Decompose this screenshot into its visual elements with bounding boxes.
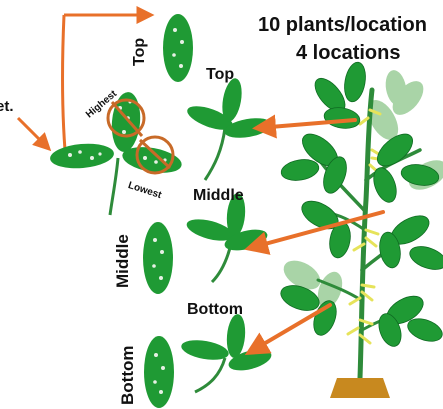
label-middle: Middle (193, 187, 244, 205)
trifoliate-middle (184, 192, 269, 282)
leaflet-label-middle: Middle (113, 234, 133, 288)
soybean-plant (277, 61, 443, 398)
label-top: Top (206, 66, 234, 84)
leaflet-top (163, 14, 193, 82)
leaflet-label-top: Top (131, 38, 149, 66)
leaflet-bottom (144, 336, 174, 408)
leaflet-middle (143, 222, 173, 294)
label-left-partial: et. (0, 98, 14, 115)
title-line-1: 10 plants/location (258, 14, 427, 37)
label-bottom: Bottom (187, 301, 243, 319)
plant-pot (330, 378, 390, 398)
trifoliate-bottom (180, 313, 274, 392)
scored-trifoliate (18, 15, 184, 215)
title-line-2: 4 locations (296, 42, 400, 65)
leaflet-label-bottom: Bottom (118, 346, 138, 405)
